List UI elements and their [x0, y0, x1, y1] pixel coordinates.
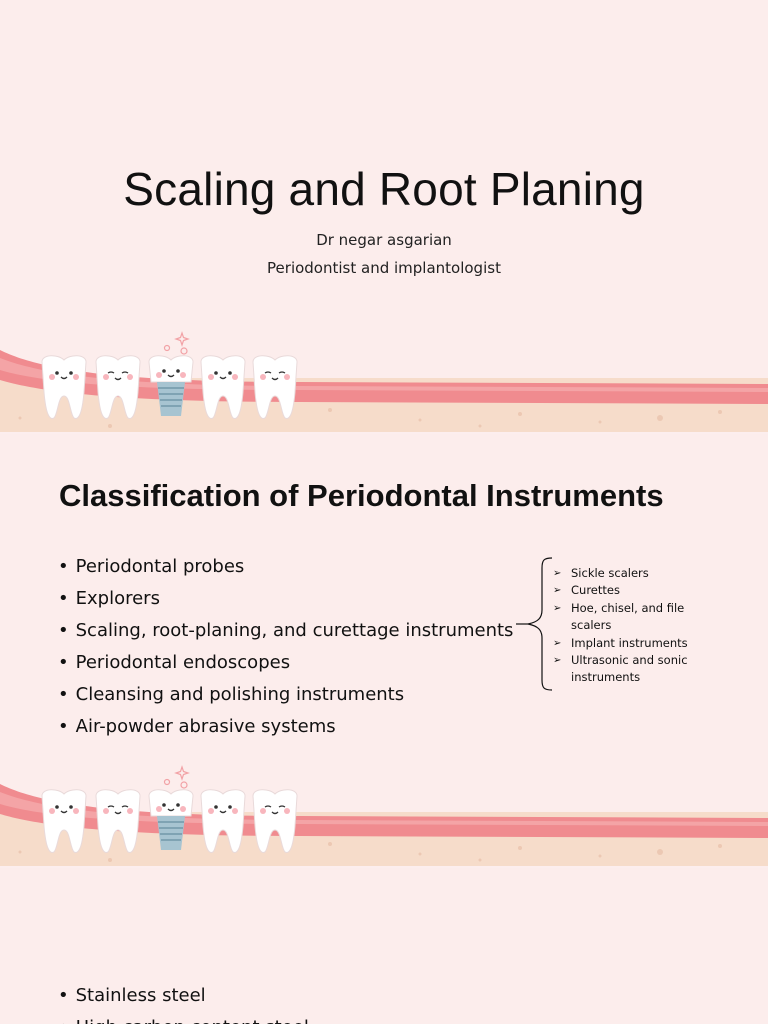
slide-title: Classification of Periodontal Instrument… — [59, 478, 664, 513]
tooth-icon — [95, 355, 141, 419]
tooth-icon — [41, 789, 87, 853]
title-slide: Scaling and Root Planing Dr negar asgari… — [0, 0, 768, 432]
right-arrow-bullet-icon: ➢ — [553, 585, 562, 597]
list-item: Cleansing and polishing instruments — [58, 679, 513, 711]
list-item: Explorers — [58, 583, 513, 615]
right-arrow-bullet-icon: ➢ — [553, 637, 562, 649]
list-item: Air-powder abrasive systems — [58, 711, 513, 743]
right-arrow-bullet-icon: ➢ — [553, 568, 562, 579]
list-item: Stainless steel — [58, 980, 309, 1012]
gum-highlight — [0, 792, 768, 826]
sparkle-icon — [163, 765, 190, 789]
tooth-icon — [41, 355, 87, 419]
implant-tooth-icon — [148, 355, 194, 416]
list-item: ➢Sickle scalers — [553, 565, 721, 582]
tooth-icon — [200, 789, 246, 853]
tooth-icon — [95, 789, 141, 853]
sparkle-icon — [163, 331, 190, 355]
list-item: ➢Hoe, chisel, and file scalers — [553, 600, 685, 633]
list-item: ➢Ultrasonic and sonic instruments — [553, 653, 688, 685]
sand-dots — [18, 408, 722, 428]
tooth-icon — [252, 355, 298, 419]
tooth-icon — [252, 789, 298, 853]
classification-slide: Classification of Periodontal Instrument… — [0, 434, 768, 866]
list-item: ➢Implant instruments — [553, 635, 721, 652]
tooth-icon — [200, 355, 246, 419]
list-item: ➢Curettes — [553, 582, 721, 599]
right-arrow-bullet-icon: ➢ — [553, 602, 562, 614]
subtype-list: ➢Sickle scalers ➢Curettes ➢Hoe, chisel, … — [553, 565, 721, 687]
sand-dots — [18, 842, 722, 862]
author-name: Dr negar asgarian — [316, 231, 452, 249]
materials-slide: Stainless steel High carbon content stee… — [0, 868, 768, 1024]
material-list: Stainless steel High carbon content stee… — [58, 980, 309, 1024]
teeth-gum-illustration — [0, 765, 768, 866]
instrument-list: Periodontal probes Explorers Scaling, ro… — [58, 551, 514, 743]
slide-title: Scaling and Root Planing — [123, 163, 645, 215]
implant-tooth-icon — [148, 789, 194, 850]
list-item: High carbon content steel — [58, 1012, 309, 1024]
gum-highlight — [0, 358, 768, 392]
list-item: Periodontal endoscopes — [58, 647, 513, 679]
right-arrow-bullet-icon: ➢ — [553, 655, 562, 667]
author-role: Periodontist and implantologist — [267, 259, 501, 277]
curly-brace-icon — [516, 557, 553, 691]
teeth-gum-illustration — [0, 331, 768, 432]
list-item: Periodontal probes — [58, 551, 513, 583]
scaling-subtypes: ➢Sickle scalers ➢Curettes ➢Hoe, chisel, … — [514, 556, 734, 691]
list-item: Scaling, root-planing, and curettage ins… — [58, 615, 514, 647]
